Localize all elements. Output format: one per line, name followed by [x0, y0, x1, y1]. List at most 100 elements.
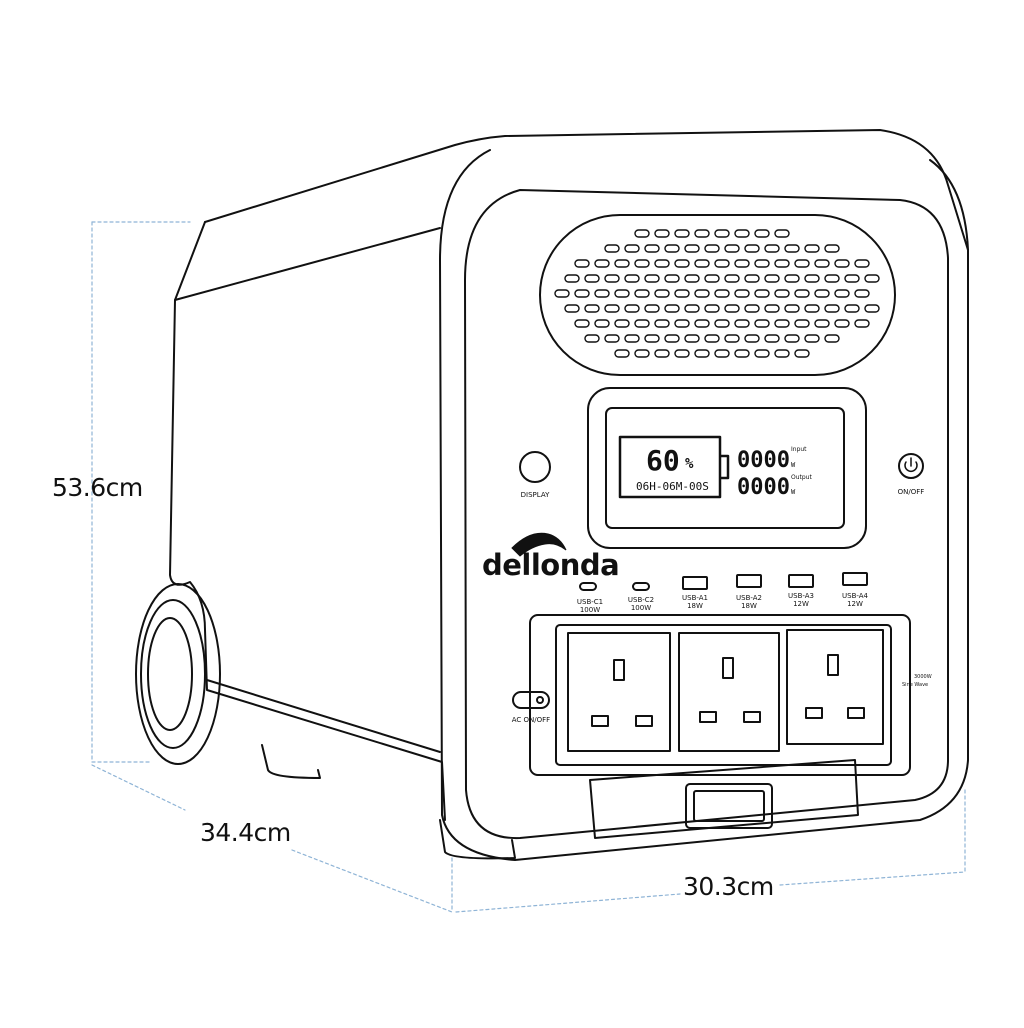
vent-hole	[774, 349, 790, 358]
vent-hole	[714, 349, 730, 358]
vent-hole	[614, 259, 630, 268]
port-labels: USB-C1100WUSB-C2100WUSB-A118WUSB-A218WUS…	[577, 592, 869, 614]
usb-c2-port	[632, 582, 650, 591]
vent-hole	[574, 259, 590, 268]
vent-hole	[714, 319, 730, 328]
input-label: Input	[791, 446, 807, 453]
vent-hole	[644, 274, 660, 283]
vent-hole	[704, 274, 720, 283]
vent-hole	[654, 289, 670, 298]
vent-hole	[724, 244, 740, 253]
percent-sign: %	[685, 456, 694, 472]
vent-hole	[564, 274, 580, 283]
vent-hole	[624, 244, 640, 253]
port-power-label: 100W	[631, 604, 651, 612]
vent-hole	[564, 304, 580, 313]
vent-hole	[804, 334, 820, 343]
display-label: DISPLAY	[521, 491, 550, 499]
port-power-label: 100W	[580, 606, 600, 614]
vent-hole	[704, 304, 720, 313]
vent-hole	[634, 259, 650, 268]
vent-hole	[734, 229, 750, 238]
vent-hole	[604, 304, 620, 313]
vent-hole	[754, 259, 770, 268]
usb-a3-port	[788, 574, 814, 588]
vent-hole	[724, 304, 740, 313]
vent-hole	[744, 304, 760, 313]
vent-hole	[654, 319, 670, 328]
vent-hole	[854, 289, 870, 298]
vent-hole	[614, 289, 630, 298]
vent-hole	[604, 244, 620, 253]
vent-hole	[764, 304, 780, 313]
vent-hole	[834, 259, 850, 268]
vent-hole	[594, 259, 610, 268]
vent-hole	[724, 334, 740, 343]
vent-hole	[774, 289, 790, 298]
vent-hole	[754, 289, 770, 298]
width-dimension-line	[455, 789, 966, 913]
front-handle	[589, 759, 859, 839]
vent-hole	[824, 244, 840, 253]
onoff-label: ON/OFF	[898, 488, 925, 496]
front-outer-frame	[439, 149, 969, 861]
vent-hole	[734, 259, 750, 268]
uk-socket-3	[786, 629, 884, 745]
vent-hole	[694, 259, 710, 268]
vent-hole	[694, 289, 710, 298]
vent-hole	[814, 259, 830, 268]
vent-hole	[684, 334, 700, 343]
vent-grille	[539, 214, 896, 376]
port-power-label: 18W	[687, 602, 703, 610]
side-bottom-line	[206, 679, 441, 753]
battery-percentage: 60	[646, 444, 680, 477]
output-label: Output	[791, 474, 812, 481]
power-icon	[904, 457, 918, 472]
ac-onoff-switch	[512, 691, 550, 709]
handle-latch	[685, 783, 773, 829]
front-inner-panel	[464, 189, 949, 840]
port-name-label: USB-C1	[577, 598, 603, 606]
lcd-screen	[605, 407, 845, 529]
port-power-label: 12W	[847, 600, 863, 608]
vent-holes	[554, 229, 880, 358]
vent-hole	[764, 244, 780, 253]
remaining-time: 06H-06M-00S	[636, 480, 709, 493]
vent-hole	[724, 274, 740, 283]
vent-hole	[814, 289, 830, 298]
port-name-label: USB-A2	[736, 594, 762, 602]
vent-hole	[714, 289, 730, 298]
vent-hole	[744, 274, 760, 283]
vent-hole	[674, 319, 690, 328]
vent-hole	[674, 349, 690, 358]
vent-hole	[774, 229, 790, 238]
body-side-panel	[169, 221, 446, 821]
rear-foot	[261, 744, 321, 779]
vent-hole	[674, 229, 690, 238]
output-unit: W	[791, 488, 796, 496]
vent-hole	[584, 304, 600, 313]
port-power-label: 18W	[741, 602, 757, 610]
vent-hole	[664, 244, 680, 253]
vent-hole	[784, 274, 800, 283]
vent-hole	[754, 349, 770, 358]
vent-hole	[764, 334, 780, 343]
vent-hole	[854, 319, 870, 328]
vent-hole	[734, 319, 750, 328]
usb-c1-port	[579, 582, 597, 591]
vent-hole	[684, 244, 700, 253]
uk-socket-1	[567, 632, 671, 752]
vent-hole	[824, 304, 840, 313]
port-name-label: USB-C2	[628, 596, 654, 604]
vent-hole	[804, 274, 820, 283]
vent-hole	[614, 319, 630, 328]
vent-hole	[694, 349, 710, 358]
vent-hole	[654, 259, 670, 268]
vent-hole	[774, 259, 790, 268]
vent-hole	[824, 334, 840, 343]
usb-a2-port	[736, 574, 762, 588]
vent-hole	[664, 274, 680, 283]
vent-hole	[734, 349, 750, 358]
vent-hole	[624, 334, 640, 343]
vent-hole	[594, 289, 610, 298]
